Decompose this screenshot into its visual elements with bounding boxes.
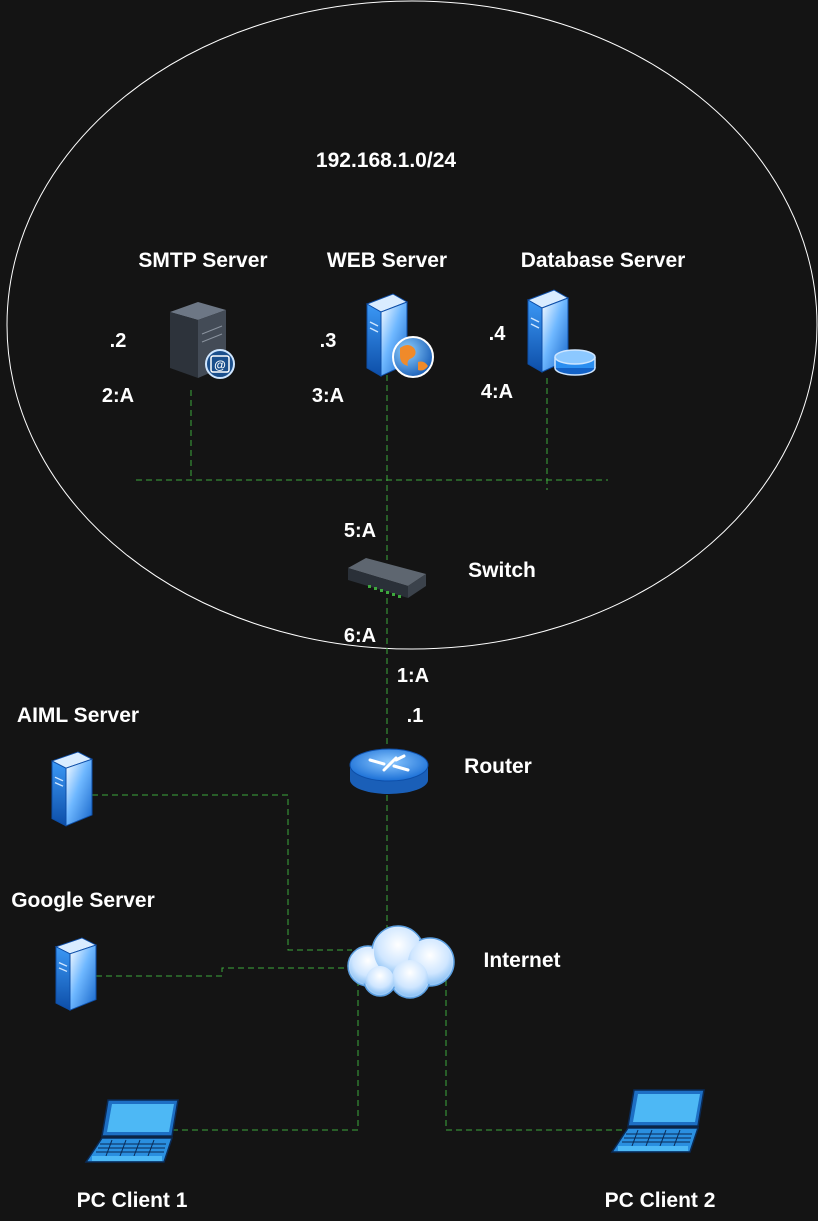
- database-server[interactable]: Database Server .4 4:A: [481, 249, 685, 403]
- pc-client-2[interactable]: PC Client 2: [605, 1089, 716, 1212]
- mail-server-icon: @: [170, 302, 235, 379]
- laptop-icon: [611, 1089, 705, 1153]
- smtp-ip: .2: [110, 330, 127, 352]
- svg-text:@: @: [214, 358, 226, 372]
- web-server[interactable]: WEB Server .3 3:A: [312, 249, 447, 407]
- link-internet-pc2: [445, 980, 626, 1131]
- switch-port-up: 5:A: [344, 520, 376, 542]
- switch-port-down: 6:A: [344, 625, 376, 647]
- smtp-server[interactable]: SMTP Server @ .2 2:A: [102, 249, 268, 407]
- laptop-icon: [85, 1099, 179, 1163]
- lan-boundary: [6, 0, 818, 650]
- smtp-server-label: SMTP Server: [138, 249, 267, 272]
- switch-icon: [348, 558, 426, 598]
- link-google-internet: [96, 967, 352, 977]
- router-port: 1:A: [397, 665, 429, 687]
- link-internet-pc1: [172, 980, 359, 1131]
- router-icon: [349, 748, 429, 794]
- cloud-icon: [347, 925, 455, 999]
- db-ip: .4: [489, 323, 507, 345]
- router[interactable]: 1:A .1 Router: [349, 665, 532, 794]
- aiml-server-label: AIML Server: [17, 704, 139, 727]
- web-server-label: WEB Server: [327, 249, 447, 272]
- aiml-server[interactable]: AIML Server: [17, 704, 139, 827]
- switch-label: Switch: [468, 559, 536, 582]
- pc-client-2-label: PC Client 2: [605, 1189, 716, 1212]
- pc-client-1[interactable]: PC Client 1: [77, 1099, 188, 1212]
- subnet-label: 192.168.1.0/24: [316, 149, 456, 172]
- links: [92, 375, 626, 1131]
- web-server-icon: [366, 293, 434, 378]
- internet[interactable]: Internet: [347, 925, 561, 999]
- link-aiml-internet: [92, 794, 352, 951]
- router-ip: .1: [407, 705, 424, 727]
- google-server-label: Google Server: [11, 889, 155, 912]
- server-icon: [51, 751, 93, 827]
- web-port: 3:A: [312, 385, 344, 407]
- database-server-label: Database Server: [521, 249, 686, 272]
- database-server-icon: [527, 289, 596, 376]
- switch[interactable]: 5:A Switch 6:A: [344, 520, 536, 647]
- internet-label: Internet: [483, 949, 560, 972]
- pc-client-1-label: PC Client 1: [77, 1189, 188, 1212]
- router-label: Router: [464, 755, 532, 778]
- web-ip: .3: [320, 330, 337, 352]
- server-icon: [55, 937, 97, 1011]
- db-port: 4:A: [481, 381, 513, 403]
- smtp-port: 2:A: [102, 385, 134, 407]
- google-server[interactable]: Google Server: [11, 889, 155, 1011]
